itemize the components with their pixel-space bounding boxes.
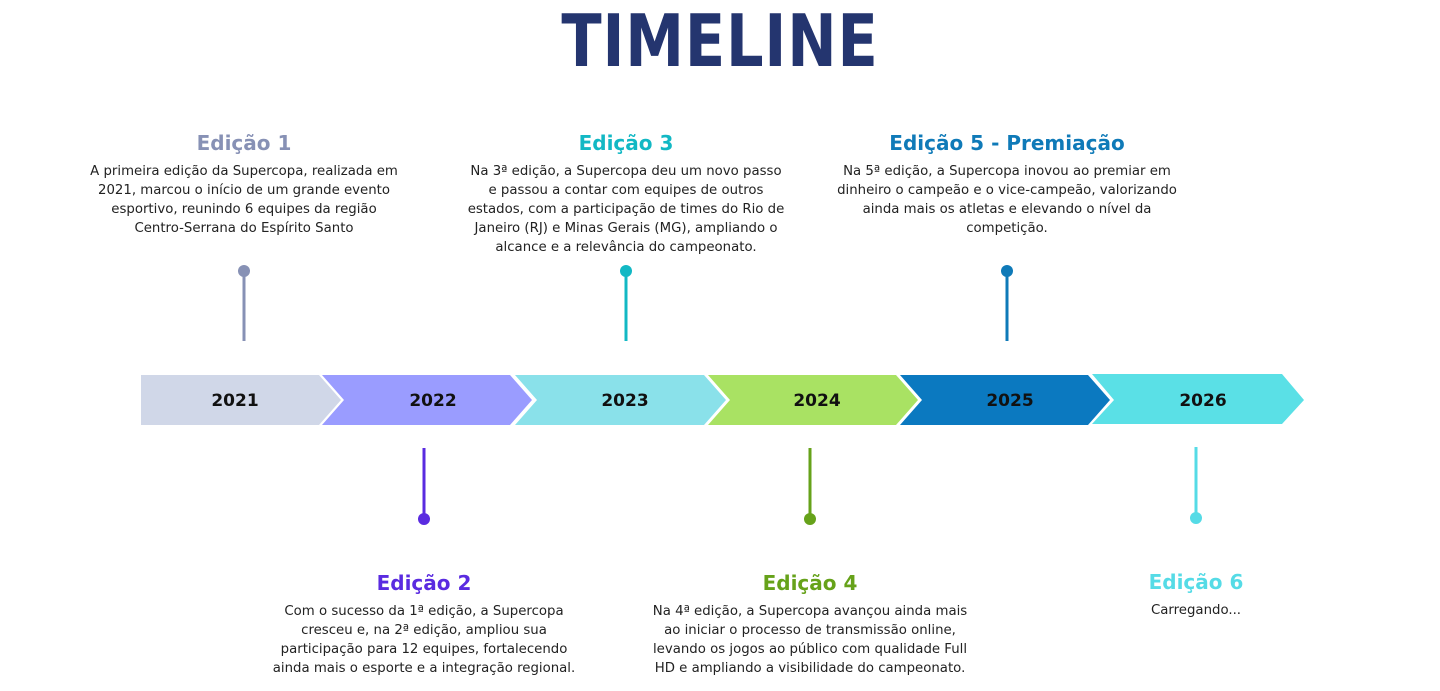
event-description: Carregando...: [1096, 601, 1296, 620]
event-title: Edição 5 - Premiação: [889, 131, 1125, 155]
timeline-segment-2024: [708, 375, 918, 425]
event-description: Na 3ª edição, a Supercopa deu um novo pa…: [461, 162, 791, 257]
event-description-line: Com o sucesso da 1ª edição, a Supercopa: [284, 604, 564, 619]
event-description-line: ao iniciar o processo de transmissão onl…: [664, 623, 956, 638]
event-description-line: HD e ampliando a visibilidade do campeon…: [654, 661, 966, 676]
event-description-line: Carregando...: [1150, 603, 1242, 618]
timeline-event: Edição 6 Carregando...: [1096, 569, 1296, 620]
timeline-event: Edição 5 - Premiação Na 5ª edição, a Supe…: [827, 130, 1187, 238]
timeline-marker-dot: [238, 265, 250, 277]
event-description-line: Na 4ª edição, a Supercopa avançou ainda …: [652, 604, 968, 619]
timeline-event: Edição 1 A primeira edição da Supercopa, …: [79, 130, 409, 238]
timeline-marker-dot: [1001, 265, 1013, 277]
event-description-line: e passou a contar com equipes de outros: [488, 183, 764, 198]
timeline-year-label: 2025: [986, 391, 1033, 411]
timeline-year-label: 2021: [211, 391, 258, 411]
timeline-marker-dot: [418, 513, 430, 525]
event-description-line: ainda mais os atletas e elevando o nível…: [862, 202, 1152, 217]
event-description: Com o sucesso da 1ª edição, a Supercopa c…: [259, 602, 589, 678]
timeline-event: Edição 2 Com o sucesso da 1ª edição, a Su…: [259, 570, 589, 678]
timeline-marker-dot: [1190, 512, 1202, 524]
timeline-segment-2021: [141, 375, 341, 425]
event-description-line: competição.: [966, 221, 1048, 236]
timeline-marker-dot: [804, 513, 816, 525]
event-title: Edição 2: [376, 571, 472, 595]
event-description-line: Na 3ª edição, a Supercopa deu um novo pa…: [470, 164, 782, 179]
event-description-line: Centro-Serrana do Espírito Santo: [134, 221, 354, 236]
event-title: Edição 6: [1148, 570, 1244, 594]
event-description-line: levando os jogos ao público com qualidad…: [652, 642, 968, 657]
event-description-line: 2021, marcou o início de um grande event…: [97, 183, 390, 198]
event-description-line: estados, com a participação de times do …: [467, 202, 785, 217]
event-description-line: cresceu e, na 2ª edição, ampliou sua: [301, 623, 547, 638]
timeline-segment-2025: [900, 375, 1110, 425]
event-description-line: alcance e a relevância do campeonato.: [495, 240, 757, 255]
timeline-event: Edição 4 Na 4ª edição, a Supercopa avanço…: [645, 570, 975, 678]
event-title: Edição 4: [762, 571, 858, 595]
timeline-year-label: 2022: [409, 391, 456, 411]
timeline-marker-dot: [620, 265, 632, 277]
event-description: A primeira edição da Supercopa, realizad…: [79, 162, 409, 238]
event-title: Edição 3: [578, 131, 674, 155]
timeline-year-label: 2024: [793, 391, 840, 411]
timeline-year-label: 2026: [1179, 391, 1226, 411]
event-description-line: Janeiro (RJ) e Minas Gerais (MG), amplia…: [474, 221, 778, 236]
timeline-event: Edição 3 Na 3ª edição, a Supercopa deu um…: [461, 130, 791, 257]
timeline-segment-2026: [1092, 374, 1304, 424]
event-description-line: Na 5ª edição, a Supercopa inovou ao prem…: [843, 164, 1171, 179]
event-description: Na 4ª edição, a Supercopa avançou ainda …: [645, 602, 975, 678]
event-description-line: esportivo, reunindo 6 equipes da região: [111, 202, 377, 217]
event-title: Edição 1: [196, 131, 292, 155]
event-description-line: A primeira edição da Supercopa, realizad…: [90, 164, 398, 179]
event-description: Na 5ª edição, a Supercopa inovou ao prem…: [827, 162, 1187, 238]
page-title: TIMELINE: [561, 0, 879, 83]
timeline-year-label: 2023: [601, 391, 648, 411]
event-description-line: dinheiro o campeão e o vice-campeão, val…: [837, 183, 1177, 198]
event-description-line: ainda mais o esporte e a integração regi…: [272, 661, 576, 676]
event-description-line: participação para 12 equipes, fortalecen…: [280, 642, 568, 657]
timeline-segment-2023: [515, 375, 726, 425]
timeline-segment-2022: [322, 375, 532, 425]
